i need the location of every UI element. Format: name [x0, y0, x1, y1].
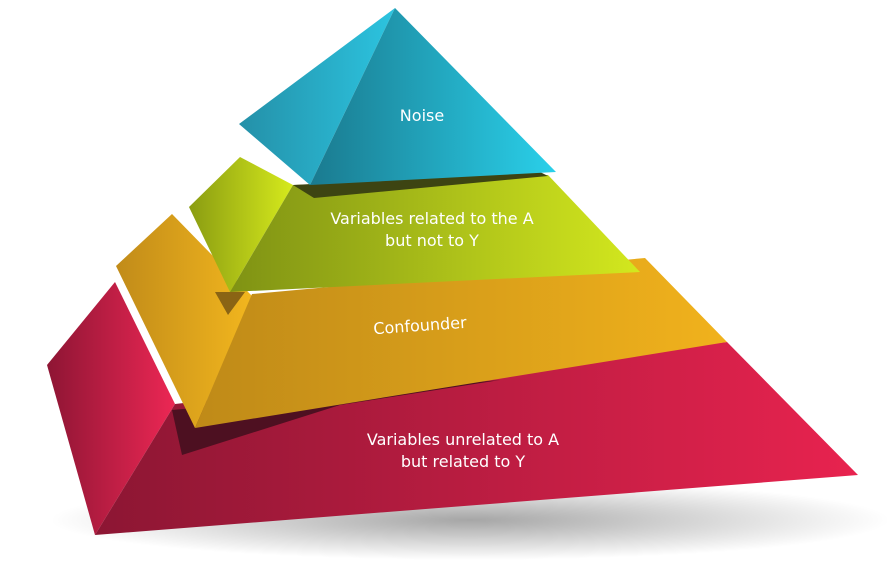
layer-green: [189, 157, 640, 292]
layer-label-noise: Noise: [399, 106, 445, 125]
layer-orange: [116, 214, 727, 428]
label-line: Variables unrelated to A: [366, 430, 560, 449]
layer-top-teal: [239, 8, 556, 185]
label-line: Variables related to the A: [330, 209, 534, 228]
label-line: but not to Y: [385, 231, 479, 250]
layer-label-related-to-a: Variables related to the A but not to Y: [330, 208, 533, 252]
layer-label-unrelated-to-a: Variables unrelated to A but related to …: [367, 429, 559, 473]
label-line: but related to Y: [400, 452, 526, 471]
